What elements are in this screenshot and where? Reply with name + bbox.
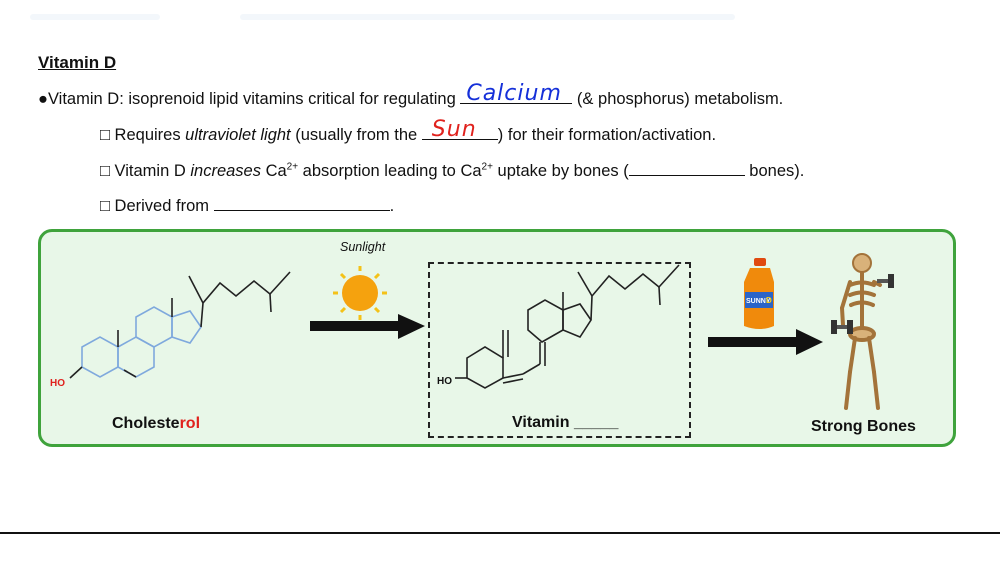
abs-text-e: bones). [744, 162, 805, 180]
definition-text: Vitamin D: isoprenoid lipid vitamins cri… [47, 90, 461, 108]
abs-text-d: uptake by bones ( [492, 162, 629, 180]
calcium-handwriting: Calcium [466, 81, 562, 106]
uv-italic: ultraviolet light [185, 126, 291, 144]
bottle-brand-d: D [766, 296, 772, 305]
arrow-right-icon-2 [708, 329, 823, 355]
abs-text-b: Ca [260, 162, 287, 180]
checkbox-icon: □ [100, 126, 110, 144]
ho-label-cholesterol: HO [50, 378, 65, 389]
section-heading: Vitamin D [38, 53, 117, 72]
top-faint-bar-right [240, 14, 735, 20]
uv-requirement-line: □ Requires ultraviolet light (usually fr… [100, 117, 717, 145]
sun-blank: Sun [421, 117, 498, 142]
vitamin-d-structure [455, 264, 680, 389]
strong-bones-label: Strong Bones [811, 418, 916, 435]
cholesterol-label: Cholesterol [112, 415, 200, 433]
derived-from-line: □ Derived from . [100, 196, 394, 216]
abs-text-c: absorption leading to Ca [298, 162, 482, 180]
derived-blank [213, 196, 390, 211]
vitamin-dashed-box [428, 262, 691, 438]
calcium-absorption-line: □ Vitamin D increases Ca2+ absorption le… [100, 161, 804, 181]
uv-text-c: ) for their formation/activation. [497, 126, 717, 144]
derived-text: Derived from [109, 197, 214, 215]
abs-italic: increases [190, 162, 261, 180]
cholesterol-label-stem: Choleste [112, 415, 180, 432]
cholesterol-side-chain [69, 271, 291, 379]
vitamin-d-definition-line: ●Vitamin D: isoprenoid lipid vitamins cr… [38, 81, 784, 109]
sun-handwriting: Sun [431, 117, 477, 142]
sunny-d-bottle-icon: SUNNY D [744, 258, 774, 329]
uv-text-b: (usually from the [290, 126, 422, 144]
abs-text-a: Vitamin D [109, 162, 191, 180]
definition-tail: (& phosphorus) metabolism. [572, 90, 784, 108]
sun-icon [333, 266, 387, 320]
vitamin-label: Vitamin _____ [512, 414, 619, 431]
calcium-blank: Calcium [460, 81, 573, 106]
cholesterol-ring-system [81, 306, 202, 378]
bottom-divider [0, 532, 1000, 534]
derived-period: . [389, 197, 395, 215]
checkbox-icon: □ [100, 197, 110, 215]
sunlight-label: Sunlight [340, 240, 386, 254]
dumbbell-icon [831, 274, 894, 334]
charge-sup-2: 2+ [481, 161, 493, 173]
bones-blank [628, 161, 745, 176]
cholesterol-label-ol: rol [179, 415, 201, 432]
uv-text-a: Requires [109, 126, 186, 144]
arrow-right-icon [310, 314, 425, 339]
bullet: ● [38, 90, 48, 108]
bottle-brand-text: SUNNY [746, 298, 771, 305]
ho-label-vitamin: HO [437, 376, 452, 387]
skeleton-icon [840, 253, 882, 410]
checkbox-icon: □ [100, 162, 110, 180]
charge-sup-1: 2+ [286, 161, 299, 173]
top-faint-bar-left [30, 14, 160, 20]
